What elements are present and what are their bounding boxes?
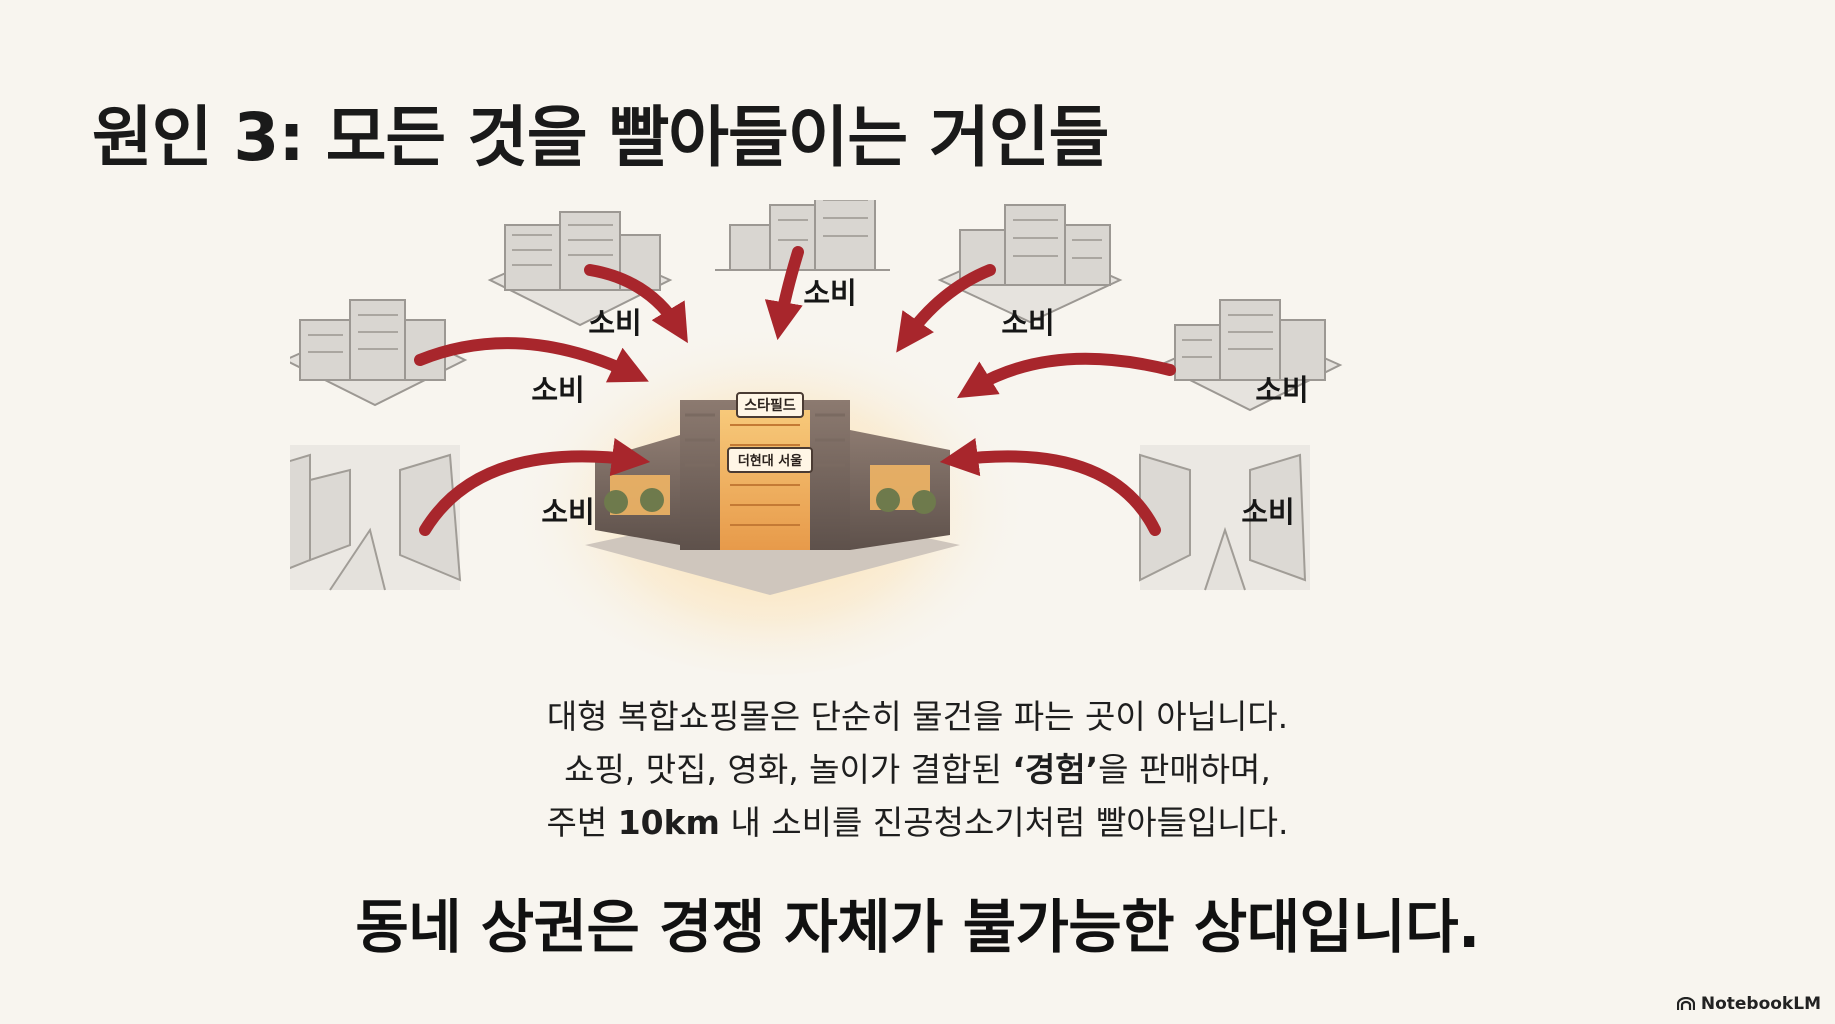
consume-label-mid-left: 소비 <box>531 373 584 407</box>
small-shops-mid-right <box>1160 300 1340 410</box>
mall-sign-thehyundai: 더현대 서울 <box>738 453 802 469</box>
consume-label-mid-right: 소비 <box>1255 373 1308 407</box>
small-shops-top-left <box>490 212 670 325</box>
consume-label-top-left: 소비 <box>588 306 641 340</box>
body-line-2: 쇼핑, 맛집, 영화, 놀이가 결합된 ‘경험’을 판매하며, <box>0 743 1835 796</box>
mall-sign-starfield: 스타필드 <box>744 397 796 414</box>
body-line-2-text-b: 을 판매하며, <box>1098 750 1271 789</box>
arrow-mid-right <box>970 359 1170 390</box>
notebooklm-logo-icon <box>1677 997 1695 1011</box>
consume-label-low-right: 소비 <box>1241 495 1294 529</box>
body-line-3-text-b: 내 소비를 진공청소기처럼 빨아들입니다. <box>720 803 1289 842</box>
mall-consumption-illustration: 스타필드 더현대 서울 소비 소비 소비 소비 소비 소비 소비 <box>290 200 1550 680</box>
small-shops-top-center <box>715 200 890 270</box>
slide-title: 원인 3: 모든 것을 빨아들이는 거인들 <box>92 84 1108 180</box>
conclusion-text: 동네 상권은 경쟁 자체가 불가능한 상대입니다. <box>0 880 1835 964</box>
body-line-1: 대형 복합쇼핑몰은 단순히 물건을 파는 곳이 아닙니다. <box>0 690 1835 743</box>
body-line-2-emphasis: ‘경험’ <box>1012 750 1098 789</box>
body-line-3: 주변 10km 내 소비를 진공청소기처럼 빨아들입니다. <box>0 796 1835 849</box>
small-shops-top-right <box>940 205 1120 322</box>
consume-label-low-left: 소비 <box>541 495 594 529</box>
body-line-2-text-a: 쇼핑, 맛집, 영화, 놀이가 결합된 <box>564 750 1012 789</box>
body-line-3-text-a: 주변 <box>546 803 617 842</box>
brand-watermark: NotebookLM <box>1677 994 1821 1014</box>
consume-label-top-center: 소비 <box>803 276 856 310</box>
body-line-3-emphasis: 10km <box>618 803 720 842</box>
consume-label-top-right: 소비 <box>1001 306 1054 340</box>
brand-name: NotebookLM <box>1701 994 1821 1014</box>
body-text: 대형 복합쇼핑몰은 단순히 물건을 파는 곳이 아닙니다. 쇼핑, 맛집, 영화… <box>0 690 1835 849</box>
